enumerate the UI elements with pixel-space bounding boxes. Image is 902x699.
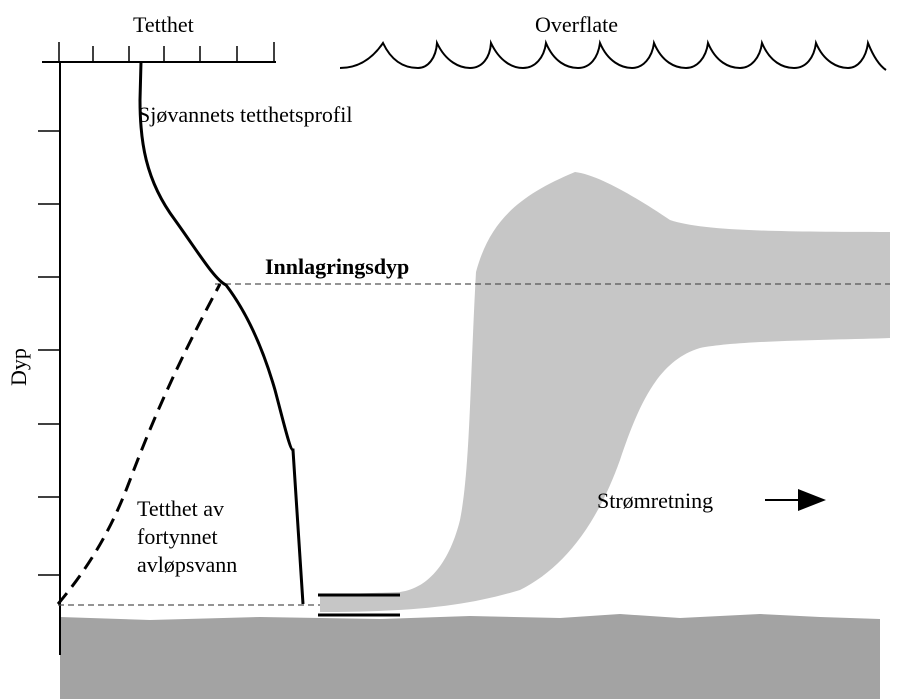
- diluted-effluent-label-line1: Tetthet av: [137, 496, 225, 521]
- seawater-profile-label: Sjøvannets tetthetsprofil: [138, 102, 353, 127]
- diluted-effluent-label-line3: avløpsvann: [137, 552, 238, 577]
- right-arrow-icon: [765, 489, 826, 511]
- density-axis-label: Tetthet: [133, 12, 194, 37]
- surface-label: Overflate: [535, 12, 619, 37]
- diluted-effluent-label: Tetthet av fortynnet avløpsvann: [137, 495, 267, 579]
- diluted-effluent-density-curve: [56, 283, 222, 605]
- trapping-depth-label: Innlagringsdyp: [265, 254, 410, 279]
- current-direction-label: Strømretning: [597, 488, 714, 513]
- seawater-density-profile: [138, 61, 305, 605]
- density-axis-ticks: [58, 42, 275, 62]
- seabed: [60, 614, 880, 699]
- depth-axis-label: Dyp: [6, 348, 31, 386]
- depth-axis-ticks: [38, 130, 60, 576]
- diluted-effluent-label-line2: fortynnet: [137, 524, 218, 549]
- effluent-plume: [320, 172, 890, 612]
- surface-waves: [339, 39, 887, 71]
